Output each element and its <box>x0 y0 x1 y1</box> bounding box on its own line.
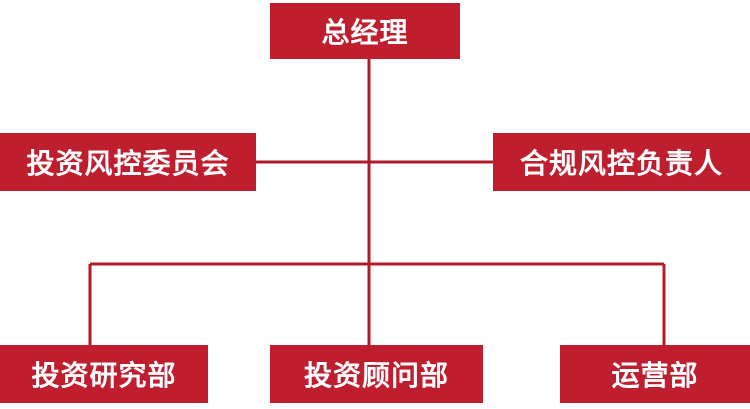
node-investment-advisory-dept-label: 投资顾问部 <box>303 359 449 392</box>
node-investment-risk-committee-label: 投资风控委员会 <box>26 147 230 180</box>
node-general-manager: 总经理 <box>270 3 460 59</box>
node-operations-dept-label: 运营部 <box>611 359 699 392</box>
node-general-manager-label: 总经理 <box>321 16 409 49</box>
node-investment-advisory-dept: 投资顾问部 <box>270 345 483 403</box>
node-compliance-risk-officer: 合规风控负责人 <box>493 133 750 191</box>
node-compliance-risk-officer-label: 合规风控负责人 <box>519 147 723 180</box>
node-investment-risk-committee: 投资风控委员会 <box>0 133 256 191</box>
node-investment-research-dept-label: 投资研究部 <box>31 359 177 392</box>
node-investment-research-dept: 投资研究部 <box>0 345 208 403</box>
node-operations-dept: 运营部 <box>560 345 750 403</box>
